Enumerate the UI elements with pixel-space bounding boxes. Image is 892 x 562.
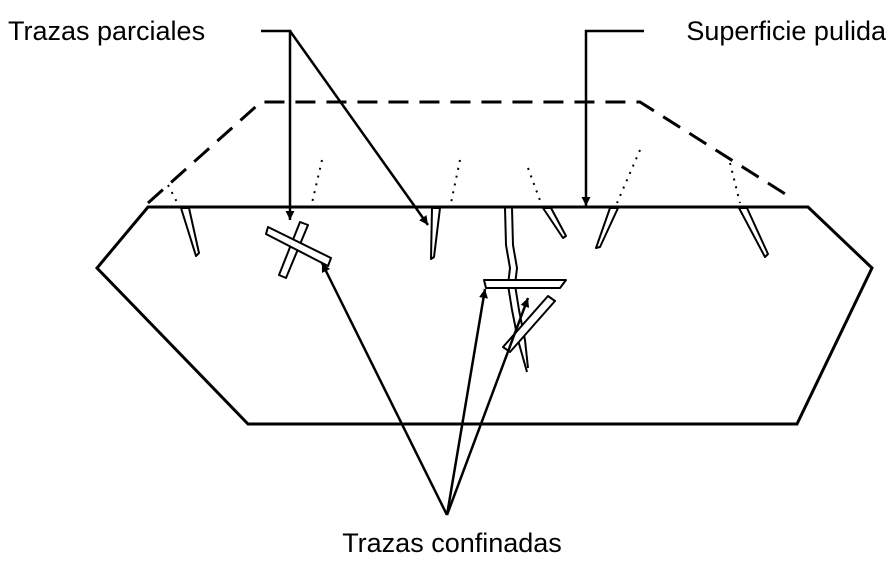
crystal-section (94, 205, 874, 426)
label-confined-tracks: Trazas confinadas (342, 528, 562, 558)
confined-tracks-right (483, 279, 567, 353)
label-partial-tracks: Trazas parciales (8, 16, 205, 46)
confined-track (278, 221, 309, 279)
partial-track (738, 207, 769, 258)
arrows-partial-tracks (261, 29, 430, 226)
removed-crystal-outline (147, 100, 791, 205)
confined-track (265, 226, 332, 267)
arrow-partial-1 (261, 29, 295, 220)
partial-track (595, 207, 619, 249)
removed-track-segments (167, 149, 741, 209)
arrow-confined-2 (445, 288, 488, 516)
arrow-confined-3 (445, 297, 530, 516)
partial-track (180, 207, 200, 257)
confined-track (502, 295, 556, 353)
partial-track (542, 207, 567, 239)
arrow-partial-2 (288, 30, 430, 226)
partial-tracks (180, 207, 769, 260)
arrow-confined-1 (320, 262, 449, 516)
confined-tracks-left (265, 221, 332, 279)
partial-track (430, 207, 441, 260)
label-polished-surface: Superficie pulida (686, 16, 887, 46)
arrows-confined-tracks (320, 262, 530, 516)
arrow-polished-surface (581, 29, 644, 206)
confined-track (483, 279, 567, 289)
